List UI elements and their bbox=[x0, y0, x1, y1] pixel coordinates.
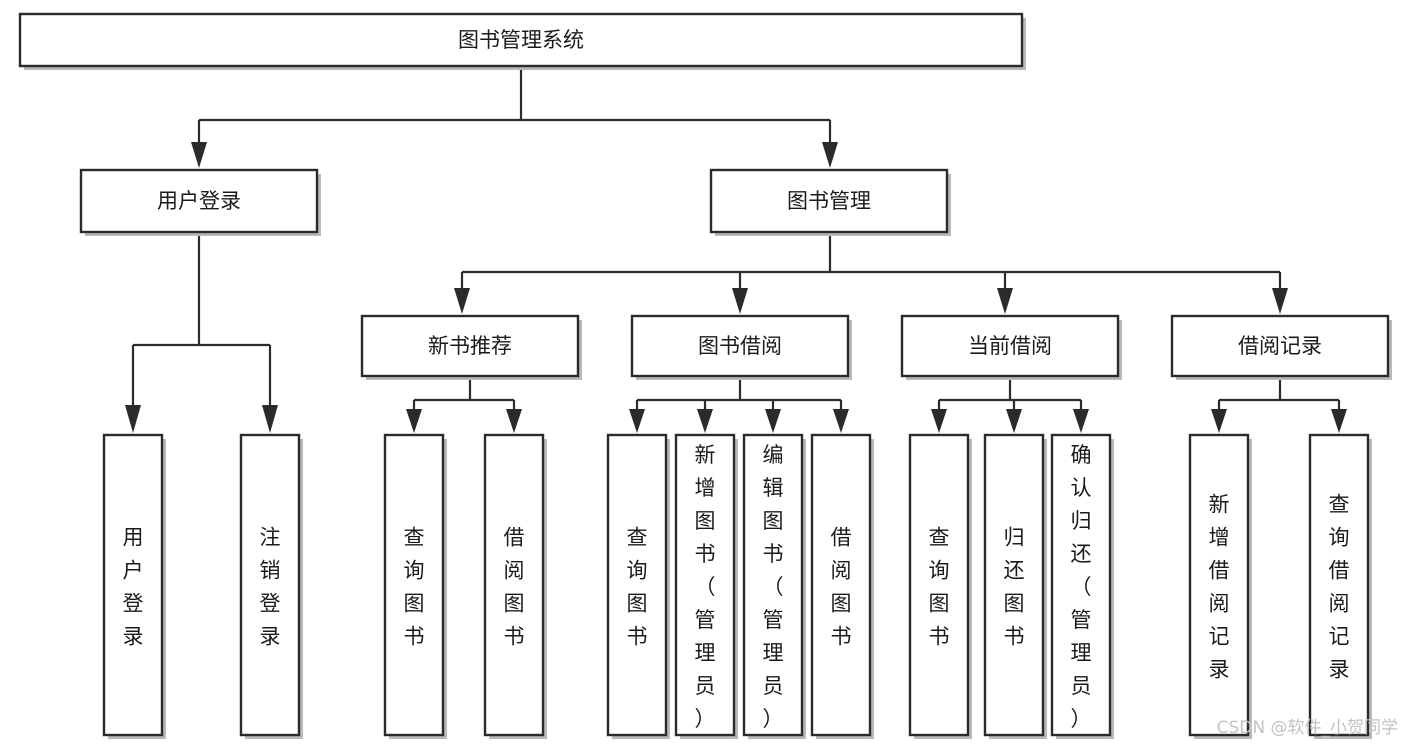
node-label-edit-book-admin: 编辑图书（管理员） bbox=[763, 443, 784, 731]
arrow-head-icon bbox=[262, 405, 278, 433]
leaf-node-confirm-return-admin[interactable]: 确认归还（管理员） bbox=[1050, 433, 1114, 739]
node-rect bbox=[810, 433, 872, 737]
node-rect bbox=[630, 314, 850, 378]
arrow-head-icon bbox=[454, 288, 470, 314]
node-label-confirm-return-admin: 确认归还（管理员） bbox=[1071, 443, 1092, 731]
node-rect bbox=[18, 12, 1024, 68]
leaf-node-borrow-book[interactable]: 借阅图书 bbox=[810, 433, 874, 739]
node-rect bbox=[900, 314, 1120, 378]
node-rect bbox=[606, 433, 668, 737]
arrow-head-icon bbox=[629, 409, 645, 433]
node-rect bbox=[383, 433, 445, 737]
node-rect bbox=[483, 433, 545, 737]
node-rect bbox=[79, 168, 319, 234]
arrow-head-icon bbox=[191, 142, 207, 168]
arrow-head-icon bbox=[1006, 409, 1022, 433]
arrow-head-icon bbox=[822, 142, 838, 168]
arrow-head-icon bbox=[1211, 409, 1227, 433]
leaf-node-logout-login[interactable]: 注销登录 bbox=[239, 433, 303, 739]
node-label-add-book-admin: 新增图书（管理员） bbox=[695, 443, 716, 731]
watermark-label: CSDN @软件_小贺同学 bbox=[1217, 718, 1398, 738]
node-rect bbox=[102, 433, 164, 737]
leaf-node-add-borrow-record[interactable]: 新增借阅记录 bbox=[1188, 433, 1252, 739]
leaf-node-query-book-recommend[interactable]: 查询图书 bbox=[383, 433, 447, 739]
node-user-login[interactable]: 用户登录 bbox=[79, 168, 321, 236]
arrow-head-icon bbox=[406, 409, 422, 433]
node-rect bbox=[709, 168, 949, 234]
node-book-borrow[interactable]: 图书借阅 bbox=[630, 314, 852, 380]
node-rect bbox=[239, 433, 301, 737]
node-label-query-book-current: 查询图书 bbox=[929, 526, 950, 649]
node-rect bbox=[983, 433, 1045, 737]
leaf-node-borrow-book-recommend[interactable]: 借阅图书 bbox=[483, 433, 547, 739]
leaf-node-add-book-admin[interactable]: 新增图书（管理员） bbox=[674, 433, 738, 739]
leaf-node-query-book-borrow[interactable]: 查询图书 bbox=[606, 433, 670, 739]
leaf-node-user-login[interactable]: 用户登录 bbox=[102, 433, 166, 739]
arrow-head-icon bbox=[125, 405, 141, 433]
node-new-book-recommend[interactable]: 新书推荐 bbox=[360, 314, 582, 380]
node-label-borrow-record: 借阅记录 bbox=[1238, 334, 1322, 358]
node-current-borrow[interactable]: 当前借阅 bbox=[900, 314, 1122, 380]
node-rect bbox=[1188, 433, 1250, 737]
node-rect bbox=[360, 314, 580, 378]
arrow-head-icon bbox=[506, 409, 522, 433]
node-root[interactable]: 图书管理系统 bbox=[18, 12, 1026, 70]
node-label-query-book-recommend: 查询图书 bbox=[404, 526, 425, 649]
leaf-node-query-book-current[interactable]: 查询图书 bbox=[908, 433, 972, 739]
arrow-head-icon bbox=[833, 409, 849, 433]
node-rect bbox=[1050, 433, 1112, 737]
node-rect bbox=[1308, 433, 1370, 737]
node-rect bbox=[674, 433, 736, 737]
node-label-return-book: 归还图书 bbox=[1004, 526, 1025, 649]
arrow-head-icon bbox=[931, 409, 947, 433]
arrow-head-icon bbox=[1272, 288, 1288, 314]
node-label-current-borrow: 当前借阅 bbox=[968, 334, 1052, 358]
leaf-node-query-borrow-record[interactable]: 查询借阅记录 bbox=[1308, 433, 1372, 739]
leaf-node-edit-book-admin[interactable]: 编辑图书（管理员） bbox=[742, 433, 806, 739]
arrow-head-icon bbox=[1331, 409, 1347, 433]
arrow-head-icon bbox=[732, 288, 748, 314]
arrow-head-icon bbox=[997, 288, 1013, 314]
node-borrow-record[interactable]: 借阅记录 bbox=[1170, 314, 1392, 380]
node-label-borrow-book: 借阅图书 bbox=[831, 526, 852, 649]
node-rect bbox=[742, 433, 804, 737]
node-label-root: 图书管理系统 bbox=[458, 28, 584, 52]
node-label-new-book-recommend: 新书推荐 bbox=[428, 334, 512, 358]
leaf-node-return-book[interactable]: 归还图书 bbox=[983, 433, 1047, 739]
edges-group bbox=[125, 66, 1347, 433]
node-label-book-management: 图书管理 bbox=[787, 189, 871, 213]
node-rect bbox=[1170, 314, 1390, 378]
arrow-head-icon bbox=[697, 409, 713, 433]
node-label-borrow-book-recommend: 借阅图书 bbox=[504, 526, 525, 649]
node-label-user-login: 用户登录 bbox=[157, 189, 241, 213]
node-label-add-borrow-record: 新增借阅记录 bbox=[1209, 493, 1230, 682]
node-rect bbox=[908, 433, 970, 737]
node-label-book-borrow: 图书借阅 bbox=[698, 334, 782, 358]
node-label-query-book-borrow: 查询图书 bbox=[627, 526, 648, 649]
node-book-management[interactable]: 图书管理 bbox=[709, 168, 951, 236]
arrow-head-icon bbox=[765, 409, 781, 433]
arrow-head-icon bbox=[1073, 409, 1089, 433]
leaf-nodes-group: 用户登录 注销登录 查询图书 借阅图书 查询图书 新增图书（管理员） 编辑图书（管理员） 借阅… bbox=[102, 433, 1372, 739]
node-label-query-borrow-record: 查询借阅记录 bbox=[1329, 493, 1350, 682]
node-label-logout-login: 注销登录 bbox=[260, 526, 281, 649]
node-label-user-login: 用户登录 bbox=[123, 526, 144, 649]
